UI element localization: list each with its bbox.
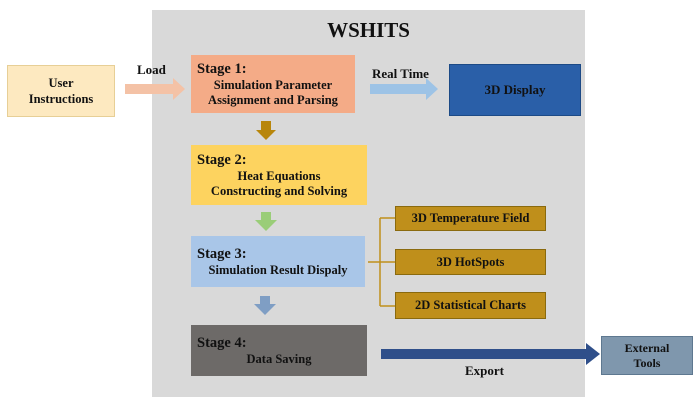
stage-2-line2: Constructing and Solving — [210, 183, 348, 198]
load-arrow — [125, 78, 185, 100]
stage-3-line1: Simulation Result Dispaly — [208, 262, 348, 277]
stage-2-heading: Stage 2: — [197, 151, 247, 168]
export-label: Export — [465, 363, 504, 378]
3d-display-box: 3D Display — [449, 64, 581, 116]
output-bracket — [368, 217, 395, 307]
stage-1-box: Stage 1: Simulation Parameter Assignment… — [191, 55, 355, 113]
output-statistical-charts: 2D Statistical Charts — [395, 292, 546, 319]
user-box-line1: User — [48, 76, 74, 90]
output-temperature-field: 3D Temperature Field — [395, 206, 546, 231]
user-instructions-box: User Instructions — [7, 65, 115, 117]
external-line1: External — [624, 340, 670, 355]
stage-4-box: Stage 4: Data Saving — [191, 325, 367, 376]
down-arrow-1 — [256, 121, 276, 140]
real-time-label: Real Time — [372, 66, 429, 81]
stage-3-heading: Stage 3: — [197, 245, 247, 262]
stage-1-heading: Stage 1: — [197, 60, 247, 77]
stage-4-heading: Stage 4: — [197, 334, 247, 351]
stage-2-box: Stage 2: Heat Equations Constructing and… — [191, 145, 367, 205]
stage-2-line1: Heat Equations — [237, 168, 321, 183]
user-box-line2: Instructions — [28, 92, 94, 106]
stage-4-line1: Data Saving — [246, 351, 312, 366]
stage-1-line2: Assignment and Parsing — [208, 92, 338, 107]
panel-title: WSHITS — [327, 18, 410, 42]
stage-1-line1: Simulation Parameter — [213, 77, 333, 92]
down-arrow-2 — [255, 212, 277, 231]
down-arrow-3 — [254, 296, 276, 315]
export-arrow — [381, 343, 600, 365]
external-tools-box: External Tools — [601, 336, 693, 375]
stage-3-box: Stage 3: Simulation Result Dispaly — [191, 236, 365, 287]
real-time-arrow — [370, 78, 438, 100]
output-hotspots: 3D HotSpots — [395, 249, 546, 275]
external-line2: Tools — [633, 355, 661, 370]
load-label: Load — [137, 62, 166, 77]
